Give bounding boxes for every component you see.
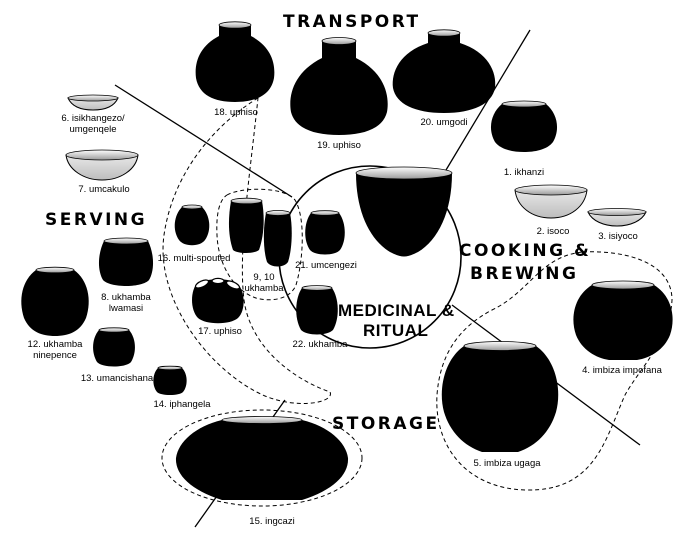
vessel-7-umcakulo [65,149,139,181]
vessel-label-6-line2: umgenqele [69,124,117,135]
vessel-22-ukhamba-lwentelezi [355,166,453,257]
vessel-label-9-10: 9, 10 ukhamba [244,272,283,294]
vessel-label-14-line1: 15. ingcazi [249,516,295,527]
ingcazi-group-outline [162,97,331,405]
vessel-label-17: 18. uphiso [214,107,258,118]
divider-line-transport-serving [114,84,293,198]
vessel-5-imbiza-ugaga [441,341,559,452]
vessel-label-19-line1: 20. umgodi [420,117,468,128]
vessel-label-4: 4. imbiza impofana [582,365,662,376]
vessel-label-17-line1: 18. uphiso [214,107,258,118]
vessel-label-1: 1. ikhanzi [504,167,544,178]
section-title-serving: SERVING [45,210,147,230]
dashed-groupings [161,97,673,507]
vessel-label-14: 15. ingcazi [249,516,294,527]
vessel-12-ukhamba-ninepence [93,327,135,367]
vessel-label-6: 6. isikhangezo/ umgenqele [61,113,124,135]
vessel-label-15: 16. multi-spouted [158,253,231,264]
section-title-storage: STORAGE [332,414,440,434]
vessel-label-2-line1: 2. isoco [536,226,570,237]
vessel-21-umcengezi [296,285,338,335]
vessel-label-3-line1: 3. isiyoco [598,231,638,242]
section-title-cooking-line2: BREWING [470,264,578,284]
medicinal-title: MEDICINAL & RITUAL [338,301,455,340]
vessel-label-8-line1: 8. ukhamba [101,292,151,303]
vessel-label-18: 19. uphiso [317,140,361,151]
vessel-label-20-line1: 21. umcengezi [295,260,357,271]
vessel-label-13: 14. iphangela [153,399,210,410]
vessel-8-ukhamba-lwamasi [98,237,154,286]
vessel-label-21: 22. ukhamba [293,339,348,350]
vessel-label-5-line1: 5. imbiza ugaga [473,458,541,469]
vessel-label-3: 3. isiyoco [598,231,638,242]
vessel-3-isiyoco [587,208,647,227]
vessel-label-2: 2. isoco [537,226,570,237]
vessel-4-imbiza-impofana [573,280,673,360]
vessel-label-8: 8. ukhamba lwamasi [101,292,151,314]
vessel-label-11: 12. ukhamba ninepence [28,339,83,361]
section-title-medicinal-line1: MEDICINAL & [338,301,455,320]
vessel-15-ingcazi [174,204,210,246]
vessel-label-9-10-line1: 9, 10 [253,272,275,283]
vessel-16-multi-spouted-ingcazi [192,277,244,324]
section-title-medicinal-line2: RITUAL [363,321,428,340]
vessel-19-uphiso [392,29,496,113]
vessel-label-6-line1: 6. isikhangezo/ [61,113,125,124]
section-titles: TRANSPORT SERVING COOKING & BREWING STOR… [45,12,591,434]
vessel-label-19: 20. umgodi [420,117,467,128]
vessel-label-16-line1: 17. uphiso [198,326,242,337]
vessel-label-18-line1: 19. uphiso [317,140,361,151]
vessel-label-5: 5. imbiza ugaga [473,458,540,469]
vessel-label-7-line1: 7. umcakulo [78,184,130,195]
vessel-label-11-line1: 12. ukhamba [27,339,83,350]
vessel-label-16: 17. uphiso [198,326,242,337]
section-title-cooking-line1: COOKING & [459,241,591,261]
vessel-14-iphangela [175,416,349,500]
vessel-label-4-line1: 4. imbiza impofana [582,365,662,376]
vessel-label-9-10-line2: ukhamba [244,283,284,294]
iphangela-outline [161,409,363,507]
vessel-18-uphiso [290,37,388,135]
vessel-label-7: 7. umcakulo [78,184,129,195]
vessel-label-12-line1: 13. umancishana [80,373,154,384]
vessel-10-ukhamba [263,210,292,267]
vessel-label-11-line2: ninepence [33,350,77,361]
section-title-transport: TRANSPORT [283,12,421,32]
vessel-1-ikhanzi [490,100,558,152]
vessel-17-uphiso [195,21,275,102]
vessel-9-ukhamba [228,197,264,253]
vessel-11-ukhamba-udabulibeshu [21,266,89,336]
vessel-label-8-line2: lwamasi [108,303,144,314]
vessel-label-20: 21. umcengezi [295,260,357,271]
vessel-label-12: 13. umancishana [81,373,153,384]
vessel-20-umgodi-wenyoka [305,210,345,255]
vessel-6-isikhangezo [67,94,119,111]
vessel-label-15-line1: 16. multi-spouted [157,253,231,264]
vessel-label-1-line1: 1. ikhanzi [503,167,545,178]
vessel-13-umancishana [153,365,187,395]
vessel-label-21-line1: 22. ukhamba [292,339,348,350]
ukhamba-pair-outline [216,188,303,301]
vessel-2-isoco [514,184,588,219]
imbiza-group-outline [436,251,673,491]
vessel-label-13-line1: 14. iphangela [153,399,211,410]
